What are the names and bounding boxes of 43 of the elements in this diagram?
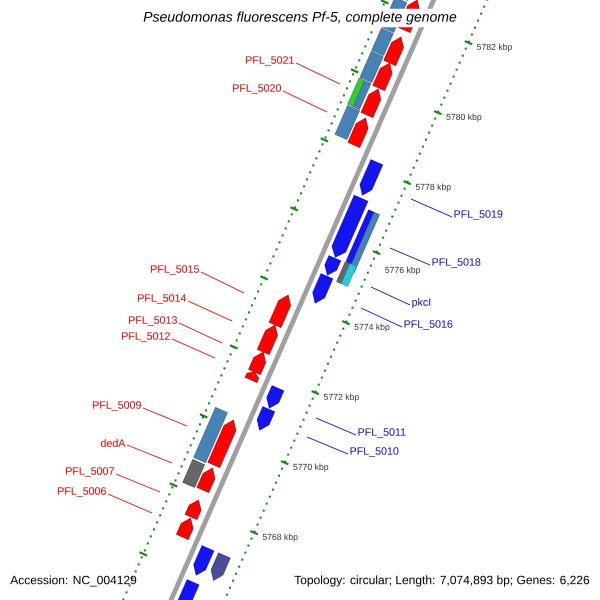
leader-line [306,436,348,454]
scale-label: 5768 kbp [262,534,298,542]
gene-label: PFL_5021 [246,56,294,66]
leader-line [370,286,410,306]
scale-label: 5782 kbp [477,44,512,52]
gene-label: PFL_5019 [454,210,502,220]
gene-label: pkcI [412,298,430,308]
scale-label: 5772 kbp [324,394,359,402]
leader-line [188,300,232,322]
info-text: Accession: NC_004129 [10,575,136,587]
leader-line [142,408,188,426]
gene-label: dedA [100,439,126,447]
leader-line [282,90,328,112]
scale-label: 5778 kbp [416,184,451,192]
leader-line [178,322,222,344]
title: Pseudomonas fluorescens Pf-5, complete genome [140,8,460,28]
scale-label: 5780 kbp [446,114,482,122]
leader-line [172,338,216,358]
gene-label: PFL_5009 [93,401,141,411]
gene-label: PFL_5010 [350,447,398,457]
gene-label: PFL_5006 [58,487,106,497]
info-text: Topology: circular; Length: 7,074,893 bp; Genes: 6,226 [294,575,590,587]
leader-line [126,444,172,464]
gene-label: PFL_5016 [404,320,452,330]
scale-label: 5776 kbp [385,266,420,275]
leader-line [296,62,340,84]
scale-label: 5774 kbp [354,324,390,332]
gene-label: PFL_5011 [358,428,406,438]
leader-line [108,494,152,514]
leader-line [410,198,452,218]
leader-line [116,474,160,492]
gene-label: PFL_5018 [432,258,480,268]
scale-label: 5770 kbp [293,464,328,472]
leader-line [360,308,402,328]
gene-label: PFL_5015 [151,265,199,275]
gene-label: PFL_5012 [122,332,170,342]
gene-label: PFL_5014 [138,294,186,304]
leader-line [200,272,244,294]
leader-line [390,248,430,266]
gene-label: PFL_5007 [66,467,114,477]
leader-line [316,418,356,436]
gene-label: PFL_5013 [129,316,177,326]
gene-label: PFL_5020 [233,84,281,94]
